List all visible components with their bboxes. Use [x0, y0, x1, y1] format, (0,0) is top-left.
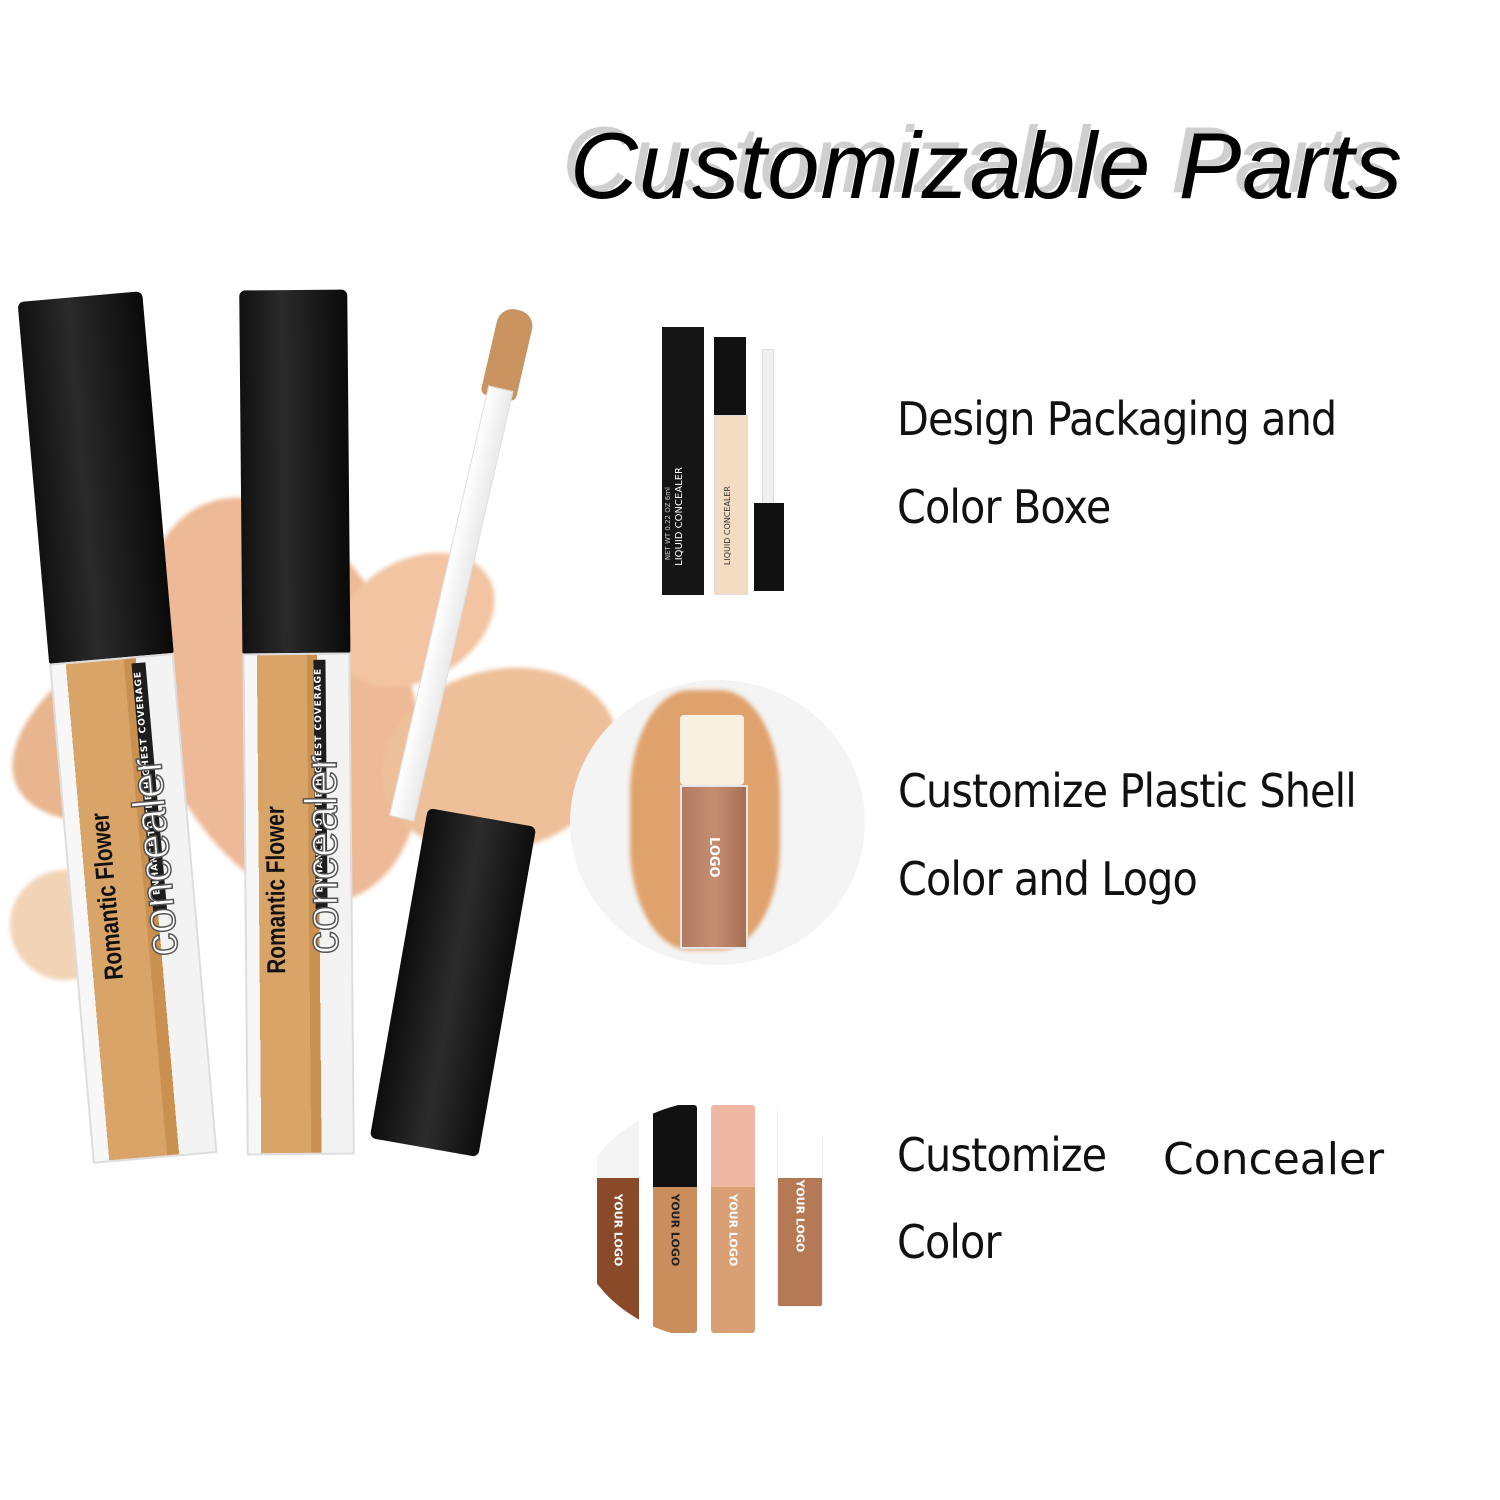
page-title: Customizable Parts [570, 113, 1403, 218]
tube-product-name: concealer [294, 754, 349, 955]
bottle-image: LOGO [570, 680, 865, 965]
tube-cap [17, 291, 174, 665]
bottle-logo: LOGO [706, 837, 721, 878]
tube-brand: Romantic Flower [84, 811, 129, 982]
tube-cap [239, 289, 351, 654]
feature-1-line-2: Color Boxe [897, 480, 1111, 534]
feature-3-line-1b: Concealer [1163, 1134, 1385, 1185]
feature-3-line-1a: Customize [897, 1128, 1107, 1182]
feature-3-line-2: Color [897, 1215, 1001, 1269]
feature-2-line-2: Color and Logo [898, 852, 1198, 906]
tube-logo: YOUR LOGO [611, 1194, 625, 1267]
tube-label: LIQUID CONCEALER [723, 486, 732, 566]
packaging-box-image: LIQUID CONCEALER NET WT 0.22 OZ 6ml LIQU… [660, 325, 790, 600]
color-tubes-image: YOUR LOGO YOUR LOGO YOUR LOGO YOUR LOGO [575, 1100, 865, 1340]
tube-product-name: concealer [118, 755, 189, 960]
tube-body: ENHANCE TO THE HIGHEST COVERAGE conceale… [242, 652, 355, 1156]
tube-brand: Romantic Flower [259, 806, 292, 975]
box-label: LIQUID CONCEALER [674, 467, 685, 566]
tube-logo: YOUR LOGO [793, 1179, 807, 1253]
concealer-tube-middle: ENHANCE TO THE HIGHEST COVERAGE conceale… [239, 289, 355, 1156]
tube-logo: YOUR LOGO [726, 1194, 740, 1267]
feature-1-line-1: Design Packaging and [897, 392, 1337, 446]
box-sublabel: NET WT 0.22 OZ 6ml [664, 487, 672, 561]
feature-2-line-1: Customize Plastic Shell [898, 764, 1357, 818]
tube-logo: YOUR LOGO [668, 1194, 682, 1267]
